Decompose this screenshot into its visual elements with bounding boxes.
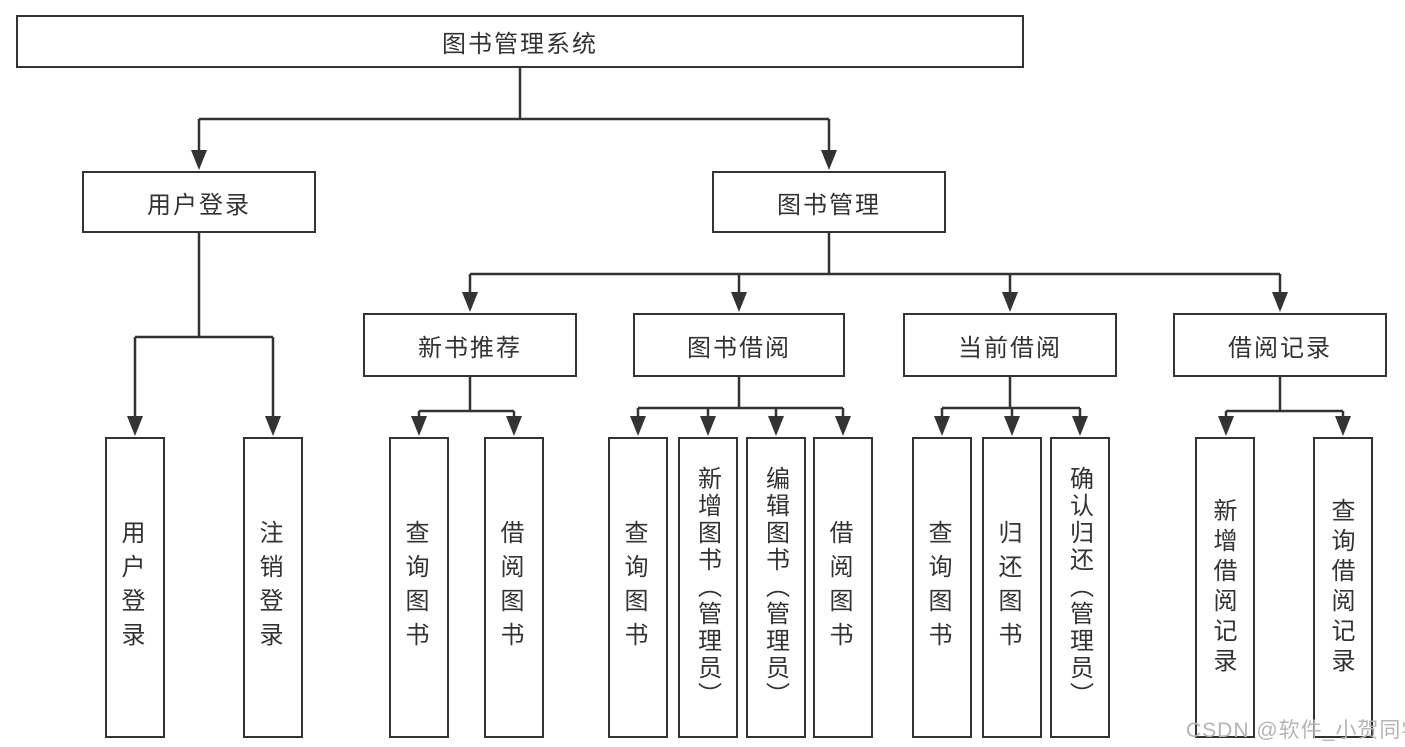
leaf-confirm-return-admin: 确认归还（管理员） [1050, 437, 1110, 738]
node-library-management-system: 图书管理系统 [16, 15, 1024, 68]
leaf-query-books-current: 查询图书 [912, 437, 972, 738]
leaf-logout: 注销登录 [243, 437, 303, 738]
node-new-book-recommendation: 新书推荐 [363, 313, 577, 377]
arrowheads [127, 150, 1351, 436]
leaf-query-books-recommend: 查询图书 [389, 437, 449, 738]
leaf-borrow-books-recommend: 借阅图书 [484, 437, 544, 738]
node-book-borrowing: 图书借阅 [633, 313, 845, 377]
csdn-watermark: CSDN @软件_小贺同学 [1186, 719, 1405, 742]
leaf-add-book-admin: 新增图书（管理员） [678, 437, 738, 738]
node-book-management: 图书管理 [712, 171, 946, 233]
node-borrowing-records: 借阅记录 [1173, 313, 1387, 377]
leaf-query-borrow-record: 查询借阅记录 [1313, 437, 1373, 738]
leaf-borrow-books: 借阅图书 [813, 437, 873, 738]
node-current-borrowing: 当前借阅 [903, 313, 1117, 377]
node-user-login-group: 用户登录 [82, 171, 316, 233]
leaf-user-login: 用户登录 [105, 437, 165, 738]
leaf-add-borrow-record: 新增借阅记录 [1195, 437, 1255, 738]
leaf-query-books-borrowing: 查询图书 [608, 437, 668, 738]
leaf-return-books: 归还图书 [982, 437, 1042, 738]
leaf-edit-book-admin: 编辑图书（管理员） [746, 437, 806, 738]
